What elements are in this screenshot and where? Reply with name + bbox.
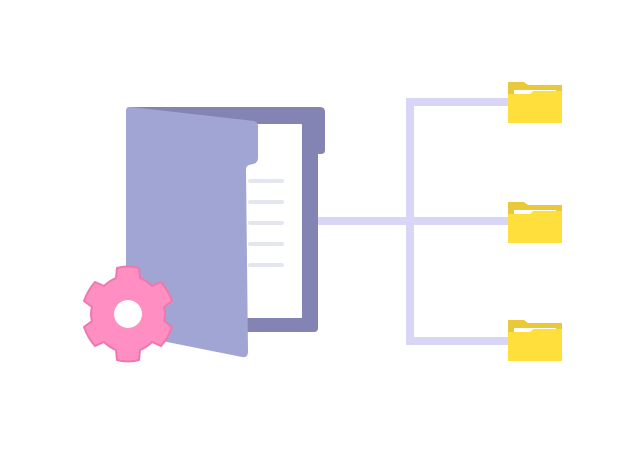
folder-body [508,91,562,123]
subfolder-middle [508,202,562,243]
folder-body [508,211,562,243]
gear-hole [114,300,142,328]
folder-icon [508,82,562,123]
folder-body [508,329,562,361]
subfolder-top [508,82,562,123]
gear-icon [83,265,173,363]
folder-icon [508,320,562,361]
subfolder-bottom [508,320,562,361]
document-lines [248,179,284,267]
connector-lines [318,98,508,345]
folder-icon [508,202,562,243]
open-folder-icon [126,106,325,358]
